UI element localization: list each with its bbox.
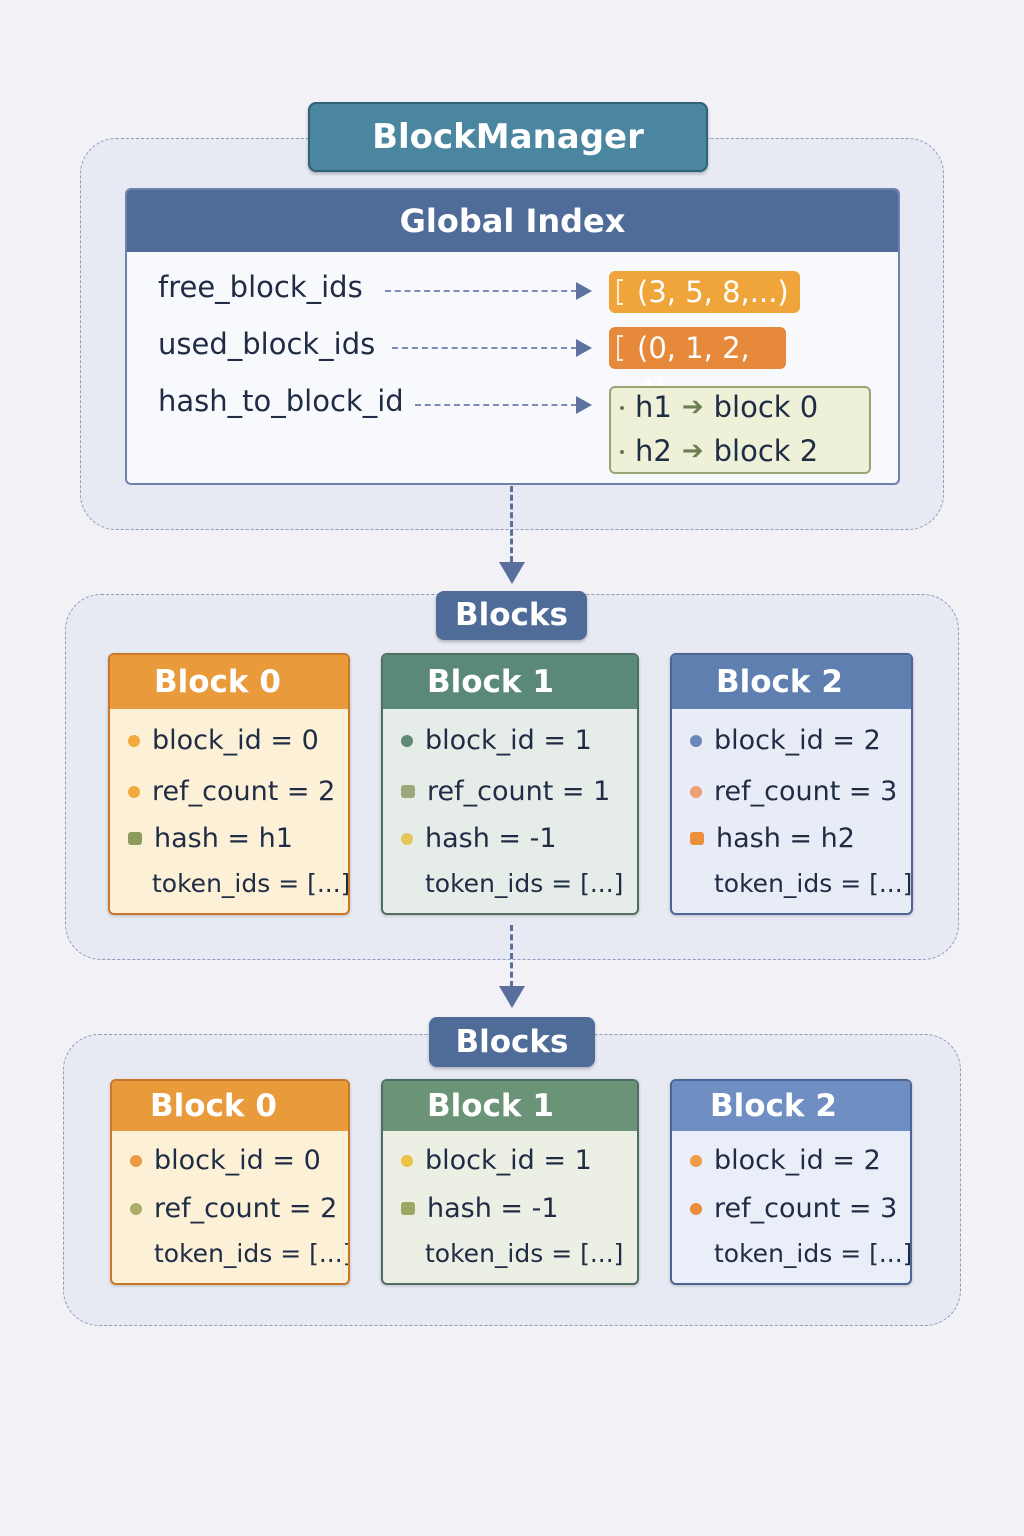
blocks-title-bottom: Blocks bbox=[429, 1017, 595, 1067]
block-manager-title: BlockManager bbox=[308, 102, 708, 172]
global-index-title: Global Index bbox=[127, 190, 898, 252]
block-2-card: Block 2 block_id = 2 ref_count = 3 hash … bbox=[670, 653, 913, 915]
token-ids-field: token_ids = [...] bbox=[714, 869, 913, 898]
token-ids-field: token_ids = [...] bbox=[714, 1239, 912, 1268]
block-field: block_id = 1 bbox=[401, 725, 592, 756]
used-ids-connector bbox=[392, 347, 577, 349]
hash-map-entry: h2 ➔ block 2 bbox=[635, 434, 818, 468]
field-text: ref_count = 1 bbox=[427, 776, 611, 807]
free-block-ids-label: free_block_ids bbox=[158, 270, 363, 304]
manager-to-blocks-connector bbox=[510, 486, 513, 562]
block-field: block_id = 2 bbox=[690, 1145, 881, 1176]
block-field: ref_count = 2 bbox=[128, 776, 335, 807]
free-block-ids-text: (3, 5, 8,...) bbox=[637, 275, 789, 309]
right-arrow-icon: ➔ bbox=[681, 392, 704, 422]
hash-value: block 2 bbox=[713, 434, 819, 468]
block-2-card: Block 2 block_id = 2 ref_count = 3 token… bbox=[670, 1079, 912, 1285]
bullet-icon bbox=[128, 832, 142, 845]
block-field: hash = h2 bbox=[690, 823, 855, 854]
blocks-title-top: Blocks bbox=[436, 591, 587, 640]
block-field: ref_count = 3 bbox=[690, 1193, 897, 1224]
bullet-icon bbox=[401, 734, 413, 747]
hash-key: h1 bbox=[635, 390, 672, 424]
hash-key: h2 bbox=[635, 434, 672, 468]
used-ids-arrow-icon bbox=[576, 339, 592, 357]
block-field: hash = h1 bbox=[128, 823, 293, 854]
down-arrow-icon bbox=[499, 986, 525, 1008]
field-text: ref_count = 2 bbox=[152, 776, 336, 807]
global-index-panel: Global Index bbox=[125, 188, 900, 485]
right-arrow-icon: ➔ bbox=[681, 436, 704, 466]
bullet-icon bbox=[130, 1202, 142, 1215]
block-title: Block 0 bbox=[110, 655, 348, 709]
field-text: hash = -1 bbox=[425, 823, 557, 854]
bullet-icon bbox=[690, 734, 702, 747]
bullet-icon bbox=[401, 832, 413, 845]
field-text: block_id = 0 bbox=[152, 725, 319, 756]
bullet-icon bbox=[620, 450, 624, 454]
used-block-ids-value: (0, 1, 2, 4) bbox=[609, 327, 786, 407]
bullet-icon bbox=[690, 832, 704, 845]
block-title: Block 2 bbox=[672, 1081, 910, 1131]
block-title: Block 1 bbox=[383, 1081, 637, 1131]
hash-map-box: h1 ➔ block 0 h2 ➔ block 2 bbox=[609, 386, 871, 474]
token-ids-field: token_ids = [...] bbox=[425, 1239, 624, 1268]
hash-map-arrow-icon bbox=[576, 396, 592, 414]
block-title: Block 1 bbox=[383, 655, 637, 709]
bullet-icon bbox=[690, 1154, 702, 1167]
field-text: block_id = 1 bbox=[425, 725, 592, 756]
field-text: hash = -1 bbox=[427, 1193, 559, 1224]
token-ids-field: token_ids = [...] bbox=[425, 869, 624, 898]
field-text: block_id = 2 bbox=[714, 1145, 881, 1176]
free-block-ids-value: (3, 5, 8,...) bbox=[609, 271, 800, 313]
field-text: hash = h1 bbox=[154, 823, 293, 854]
block-0-card: Block 0 block_id = 0 ref_count = 2 token… bbox=[110, 1079, 350, 1285]
bullet-icon bbox=[130, 1154, 142, 1167]
block-field: hash = -1 bbox=[401, 823, 557, 854]
block-title: Block 0 bbox=[112, 1081, 348, 1131]
hash-value: block 0 bbox=[713, 390, 819, 424]
block-field: block_id = 2 bbox=[690, 725, 881, 756]
bullet-icon bbox=[620, 406, 624, 410]
bullet-icon bbox=[690, 785, 702, 798]
used-block-ids-label: used_block_ids bbox=[158, 327, 376, 361]
bracket-icon bbox=[617, 279, 623, 305]
field-text: ref_count = 3 bbox=[714, 776, 898, 807]
block-field: hash = -1 bbox=[401, 1193, 559, 1224]
bullet-icon bbox=[401, 1202, 415, 1215]
block-field: block_id = 1 bbox=[401, 1145, 592, 1176]
block-field: ref_count = 2 bbox=[130, 1193, 337, 1224]
block-field: ref_count = 3 bbox=[690, 776, 897, 807]
free-ids-connector bbox=[385, 290, 577, 292]
token-ids-field: token_ids = [...] bbox=[154, 1239, 350, 1268]
free-ids-arrow-icon bbox=[576, 282, 592, 300]
hash-map-entry: h1 ➔ block 0 bbox=[635, 390, 818, 424]
hash-to-block-id-label: hash_to_block_id bbox=[158, 384, 404, 418]
bracket-icon bbox=[617, 335, 623, 361]
field-text: block_id = 0 bbox=[154, 1145, 321, 1176]
bullet-icon bbox=[128, 785, 140, 798]
field-text: block_id = 1 bbox=[425, 1145, 592, 1176]
hash-map-connector bbox=[415, 404, 577, 406]
block-1-card: Block 1 block_id = 1 hash = -1 token_ids… bbox=[381, 1079, 639, 1285]
block-title: Block 2 bbox=[672, 655, 911, 709]
block-0-card: Block 0 block_id = 0 ref_count = 2 hash … bbox=[108, 653, 350, 915]
block-1-card: Block 1 block_id = 1 ref_count = 1 hash … bbox=[381, 653, 639, 915]
block-field: block_id = 0 bbox=[130, 1145, 321, 1176]
field-text: ref_count = 3 bbox=[714, 1193, 898, 1224]
blocks-to-blocks-connector bbox=[510, 925, 513, 987]
field-text: hash = h2 bbox=[716, 823, 855, 854]
bullet-icon bbox=[128, 734, 140, 747]
field-text: block_id = 2 bbox=[714, 725, 881, 756]
bullet-icon bbox=[401, 1154, 413, 1167]
token-ids-field: token_ids = [...] bbox=[152, 869, 350, 898]
bullet-icon bbox=[690, 1202, 702, 1215]
bullet-icon bbox=[401, 785, 415, 798]
block-field: ref_count = 1 bbox=[401, 776, 610, 807]
down-arrow-icon bbox=[499, 562, 525, 584]
block-field: block_id = 0 bbox=[128, 725, 319, 756]
field-text: ref_count = 2 bbox=[154, 1193, 338, 1224]
